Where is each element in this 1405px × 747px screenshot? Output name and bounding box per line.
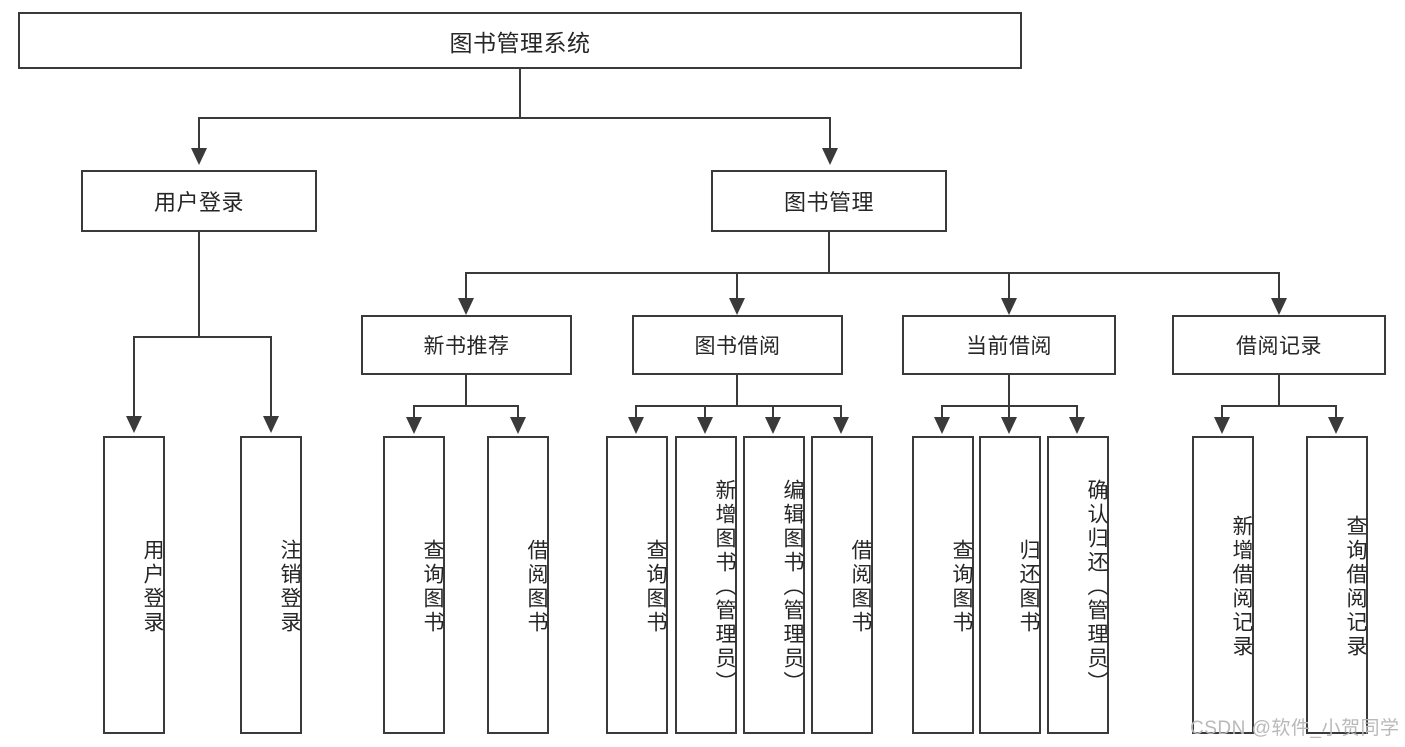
arrow-to-leaf-query-book-1 [406, 417, 422, 434]
connector-currentborrow-drop-1 [941, 405, 944, 419]
connector-root-stem [519, 69, 522, 117]
connector-borrowrecord-drop-2 [1335, 405, 1338, 419]
connector-root-drop-1 [198, 117, 201, 150]
connector-borrowrecord-drop-1 [1221, 405, 1224, 419]
connector-userlogin-drop-1 [133, 336, 136, 418]
arrow-to-borrow-record [1271, 298, 1287, 315]
connector-newbook-drop-1 [413, 405, 416, 419]
arrow-to-leaf-logout [263, 416, 279, 433]
connector-userlogin-bus [133, 336, 272, 339]
node-user-login-label: 用户登录 [153, 190, 244, 215]
leaf-query-book-current[interactable]: 查询图书 [912, 436, 974, 734]
leaf-edit-book-label: 编辑图书（管理员） [781, 479, 804, 695]
connector-currentborrow-drop-3 [1076, 405, 1079, 419]
arrow-to-user-login [191, 148, 207, 165]
connector-bookborrow-drop-1 [635, 405, 638, 419]
arrow-to-leaf-borrow-book-1 [510, 417, 526, 434]
connector-bookmanage-drop-3 [1008, 272, 1011, 300]
node-root-system[interactable]: 图书管理系统 [18, 12, 1022, 69]
connector-borrowrecord-bus [1221, 405, 1337, 408]
connector-bookmanage-drop-4 [1278, 272, 1281, 300]
node-borrow-record[interactable]: 借阅记录 [1172, 315, 1386, 375]
leaf-confirm-return-label: 确认归还（管理员） [1085, 479, 1108, 695]
leaf-query-book-recommend[interactable]: 查询图书 [383, 436, 445, 734]
connector-currentborrow-drop-2 [1008, 405, 1011, 419]
arrow-to-leaf-confirm-return [1069, 417, 1085, 434]
node-root-label: 图书管理系统 [449, 29, 591, 56]
arrow-to-leaf-query-book-3 [934, 417, 950, 434]
connector-bookmanage-bus [465, 272, 1280, 275]
leaf-return-book-label: 归还图书 [1017, 539, 1040, 635]
connector-root-bus [198, 117, 831, 120]
leaf-add-borrow-record[interactable]: 新增借阅记录 [1192, 436, 1254, 734]
leaf-return-book[interactable]: 归还图书 [979, 436, 1041, 734]
arrow-to-leaf-borrow-book-2 [833, 417, 849, 434]
arrow-to-leaf-add-book [697, 417, 713, 434]
arrow-to-current-borrow [1001, 298, 1017, 315]
watermark-text: CSDN @软件_小贺同学 [1190, 718, 1400, 739]
arrow-to-leaf-add-record [1214, 417, 1230, 434]
arrow-to-leaf-query-record [1328, 417, 1344, 434]
node-book-borrow-label: 图书借阅 [694, 335, 781, 358]
connector-bookborrow-drop-4 [840, 405, 843, 419]
node-book-manage[interactable]: 图书管理 [711, 170, 947, 232]
node-borrow-record-label: 借阅记录 [1236, 335, 1322, 358]
arrow-to-leaf-return-book [1001, 417, 1017, 434]
arrow-to-book-manage [822, 148, 838, 165]
connector-newbook-bus [413, 405, 519, 408]
connector-bookmanage-drop-2 [736, 272, 739, 300]
connector-userlogin-drop-2 [270, 336, 273, 418]
leaf-add-book-label: 新增图书（管理员） [713, 479, 736, 695]
node-book-manage-label: 图书管理 [783, 190, 874, 215]
node-current-borrow-label: 当前借阅 [966, 335, 1052, 358]
connector-bookborrow-stem [736, 375, 739, 405]
connector-newbook-drop-2 [517, 405, 520, 419]
leaf-borrow-book-recommend[interactable]: 借阅图书 [487, 436, 549, 734]
leaf-query-borrow-record-label: 查询借阅记录 [1344, 515, 1367, 659]
arrow-to-book-borrow [729, 298, 745, 315]
arrow-to-leaf-user-login [126, 416, 142, 433]
connector-root-drop-2 [829, 117, 832, 150]
node-book-borrow[interactable]: 图书借阅 [632, 315, 843, 375]
arrow-to-leaf-edit-book [765, 417, 781, 434]
leaf-query-book-recommend-label: 查询图书 [421, 539, 444, 635]
leaf-logout-label: 注销登录 [278, 539, 301, 635]
leaf-borrow-book-label: 借阅图书 [849, 539, 872, 635]
leaf-user-login[interactable]: 用户登录 [103, 436, 165, 734]
connector-bookborrow-bus [635, 405, 841, 408]
leaf-query-book-borrow[interactable]: 查询图书 [606, 436, 668, 734]
connector-userlogin-stem [198, 232, 201, 336]
connector-bookborrow-drop-2 [704, 405, 707, 419]
leaf-borrow-book[interactable]: 借阅图书 [811, 436, 873, 734]
leaf-borrow-book-recommend-label: 借阅图书 [525, 539, 548, 635]
connector-newbook-stem [465, 375, 468, 405]
arrow-to-leaf-query-book-2 [628, 417, 644, 434]
node-new-book-recommend-label: 新书推荐 [423, 335, 510, 358]
node-current-borrow[interactable]: 当前借阅 [902, 315, 1116, 375]
node-user-login[interactable]: 用户登录 [81, 170, 317, 232]
leaf-add-borrow-record-label: 新增借阅记录 [1230, 515, 1253, 659]
leaf-user-login-label: 用户登录 [141, 539, 164, 635]
leaf-query-book-current-label: 查询图书 [950, 539, 973, 635]
leaf-query-borrow-record[interactable]: 查询借阅记录 [1306, 436, 1368, 734]
leaf-query-book-borrow-label: 查询图书 [644, 539, 667, 635]
arrow-to-new-book [458, 298, 474, 315]
leaf-add-book[interactable]: 新增图书（管理员） [675, 436, 737, 734]
connector-borrowrecord-stem [1278, 375, 1281, 405]
node-new-book-recommend[interactable]: 新书推荐 [361, 315, 572, 375]
leaf-confirm-return[interactable]: 确认归还（管理员） [1047, 436, 1109, 734]
connector-bookborrow-drop-3 [772, 405, 775, 419]
connector-bookmanage-drop-1 [465, 272, 468, 300]
leaf-edit-book[interactable]: 编辑图书（管理员） [743, 436, 805, 734]
connector-currentborrow-stem [1008, 375, 1011, 405]
connector-bookmanage-stem [828, 232, 831, 272]
leaf-logout[interactable]: 注销登录 [240, 436, 302, 734]
